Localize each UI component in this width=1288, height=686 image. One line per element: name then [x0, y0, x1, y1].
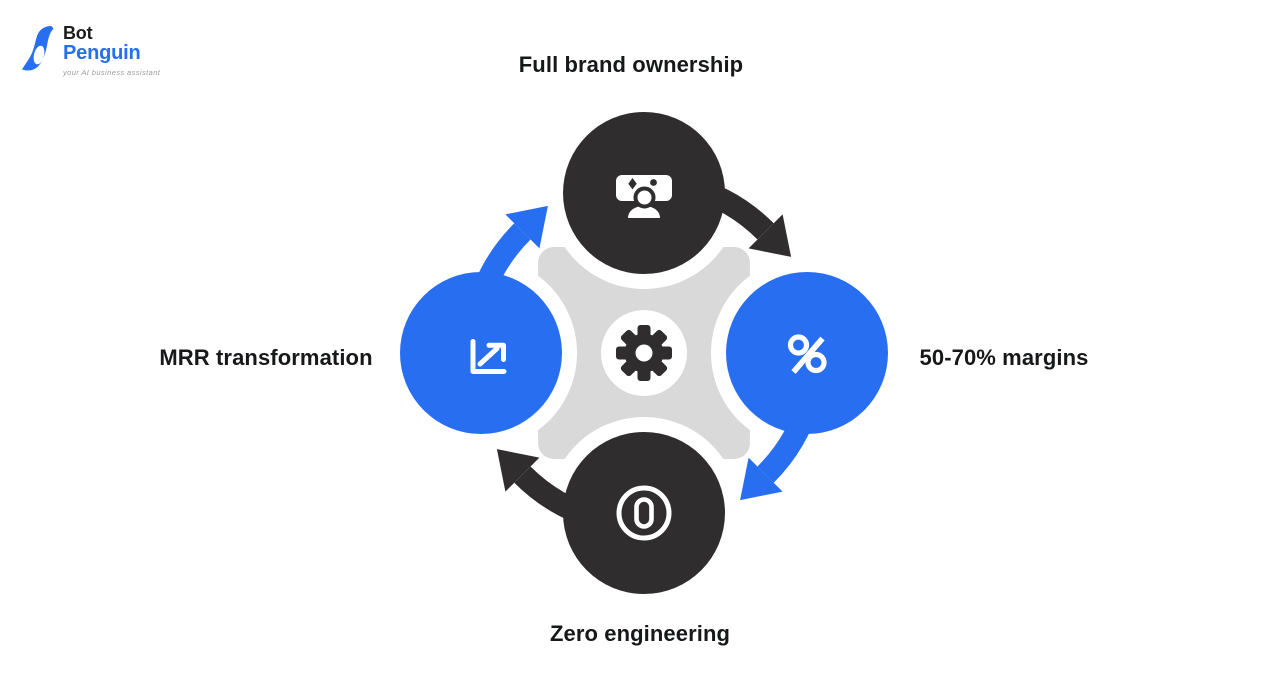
user-screen-icon	[616, 175, 672, 218]
node-label-right: 50-70% margins	[919, 345, 1089, 370]
node-left-circle	[400, 272, 562, 434]
botpenguin-logo: Bot Penguin your AI business assistant	[20, 24, 160, 77]
node-label-left: MRR transformation	[159, 345, 373, 370]
node-label-top: Full brand ownership	[518, 52, 744, 77]
penguin-icon	[22, 26, 54, 71]
logo-word-penguin: Penguin	[63, 42, 141, 64]
node-bottom-circle	[563, 432, 725, 594]
gear-icon	[616, 325, 672, 381]
zero-icon	[616, 485, 672, 541]
percent-icon	[787, 334, 827, 374]
logo-word-bot: Bot	[63, 23, 93, 43]
node-label-bottom: Zero engineering	[549, 621, 731, 646]
logo-tagline: your AI business assistant	[63, 68, 161, 77]
scale-up-icon	[470, 339, 507, 374]
